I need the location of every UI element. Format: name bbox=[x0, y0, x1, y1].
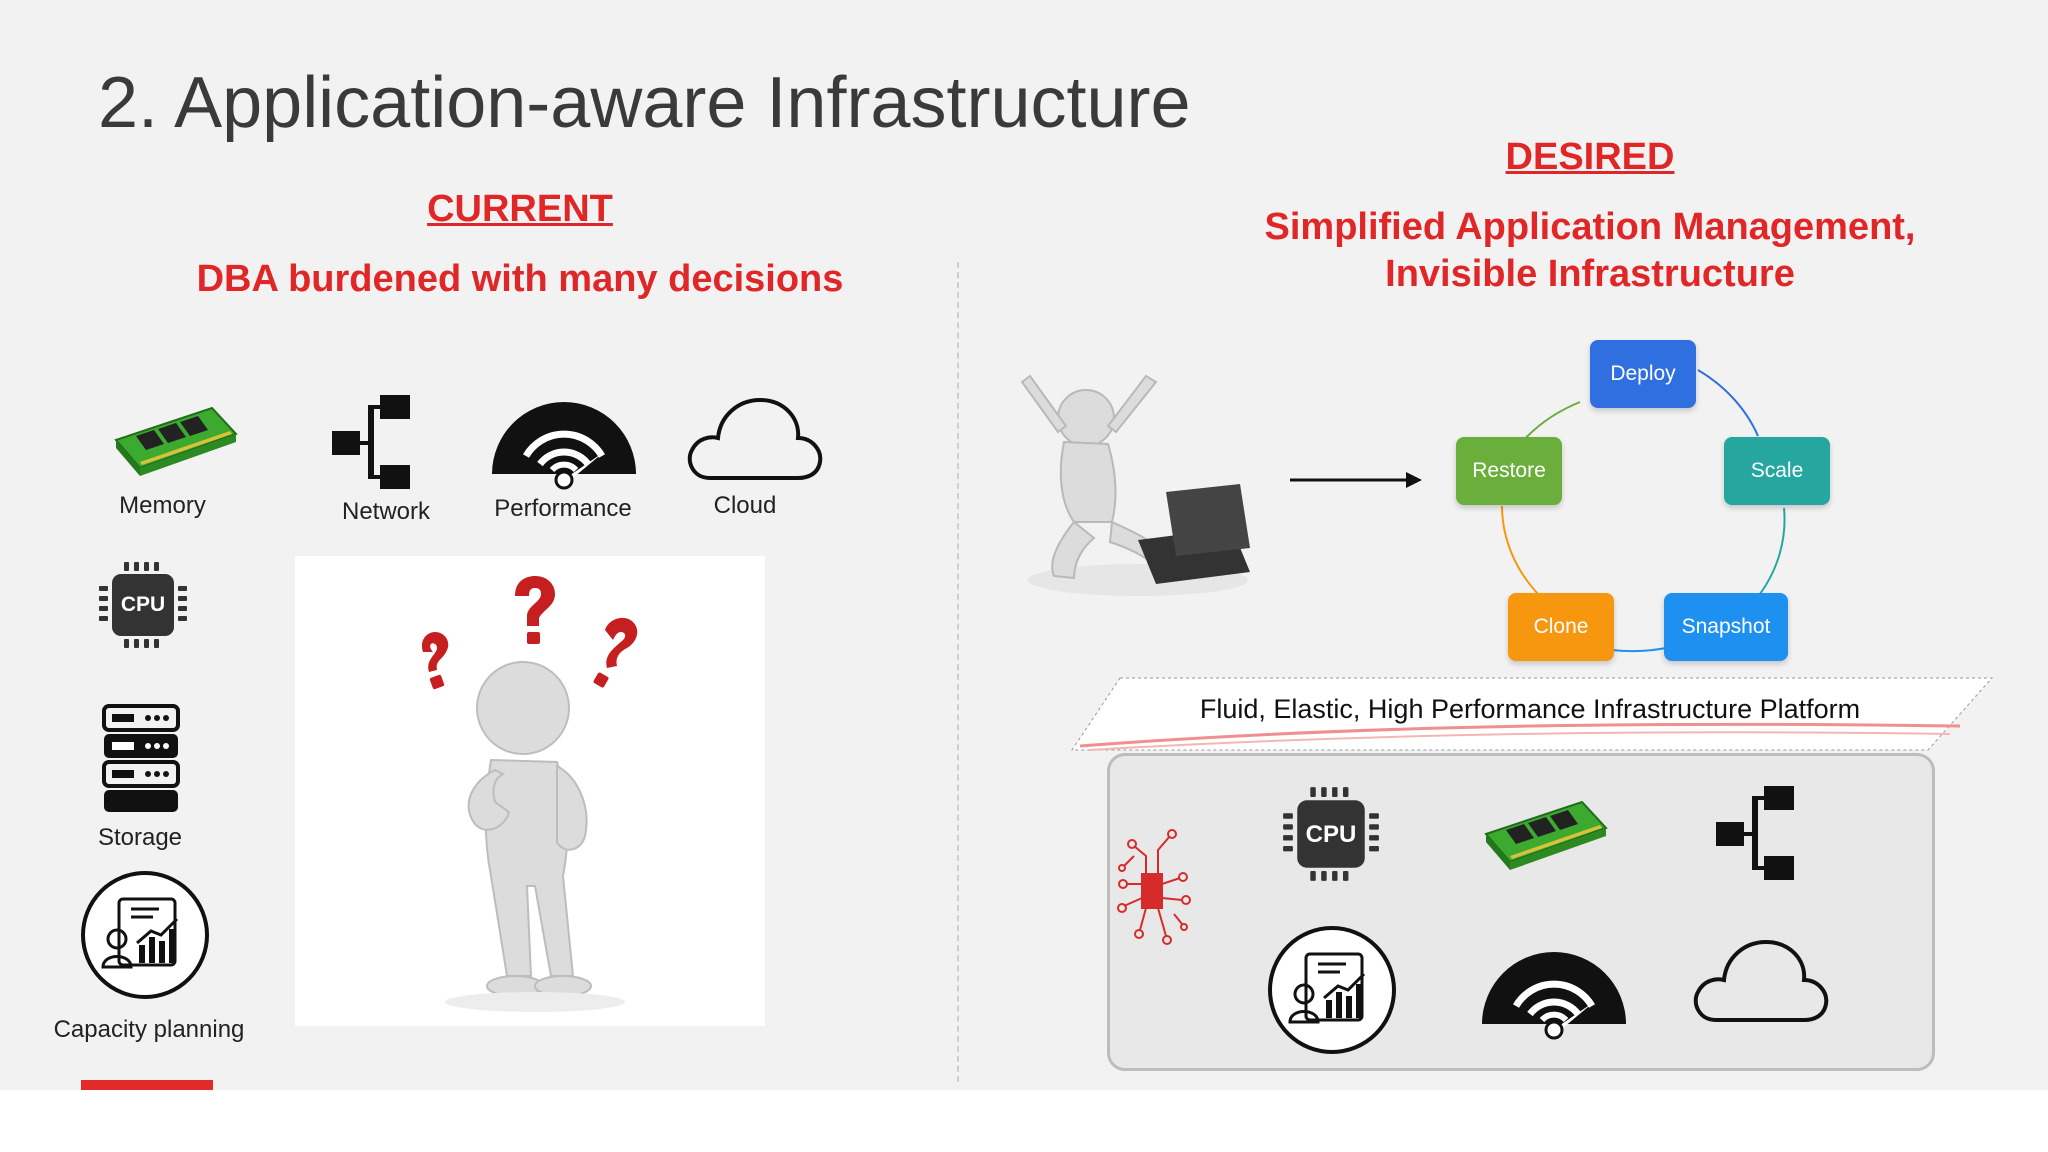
slide: 2. Application-aware Infrastructure CURR… bbox=[0, 0, 2048, 1090]
current-subheading: DBA burdened with many decisions bbox=[196, 258, 844, 300]
happy-figure-laptop-image bbox=[1020, 374, 1250, 596]
platform-cpu-icon: CPU bbox=[1282, 785, 1380, 883]
desired-heading: DESIRED bbox=[1505, 136, 1675, 178]
platform-memory-icon bbox=[1484, 800, 1608, 870]
network-label: Network bbox=[341, 498, 431, 525]
desired-subheading-line1: Simplified Application Management, bbox=[1264, 206, 1916, 248]
cycle-restore-node: Restore bbox=[1456, 437, 1562, 505]
performance-label: Performance bbox=[494, 495, 632, 522]
platform-cpu-chip-label: CPU bbox=[1305, 821, 1357, 848]
current-heading: CURRENT bbox=[427, 188, 613, 230]
platform-banner-shape bbox=[1071, 677, 1994, 751]
performance-gauge-icon bbox=[492, 402, 636, 490]
cycle-scale-node: Scale bbox=[1724, 437, 1830, 505]
network-icon bbox=[332, 395, 410, 489]
memory-icon bbox=[114, 406, 238, 476]
cycle-clone-node: Clone bbox=[1508, 593, 1614, 661]
footer-accent-bar bbox=[81, 1080, 213, 1090]
right-arrow-icon bbox=[1290, 472, 1422, 488]
storage-server-icon bbox=[102, 704, 180, 812]
cycle-snapshot-node: Snapshot bbox=[1664, 593, 1788, 661]
capacity-planning-icon bbox=[81, 871, 209, 999]
cpu-chip-label: CPU bbox=[120, 593, 166, 616]
platform-capacity-planning-icon bbox=[1268, 926, 1396, 1054]
section-divider bbox=[957, 262, 959, 1082]
circuit-chip-icon bbox=[1117, 829, 1191, 945]
capacity-planning-label: Capacity planning bbox=[53, 1016, 245, 1043]
cycle-deploy-node: Deploy bbox=[1590, 340, 1696, 408]
cpu-icon: CPU bbox=[98, 560, 188, 650]
platform-label: Fluid, Elastic, High Performance Infrast… bbox=[1199, 694, 1861, 724]
cloud-icon bbox=[687, 397, 823, 480]
platform-network-icon bbox=[1716, 786, 1794, 880]
cloud-label: Cloud bbox=[713, 492, 777, 519]
platform-cloud-icon bbox=[1693, 939, 1829, 1022]
memory-label: Memory bbox=[119, 492, 206, 519]
storage-label: Storage bbox=[97, 824, 183, 851]
slide-title: 2. Application-aware Infrastructure bbox=[98, 63, 1191, 143]
desired-subheading-line2: Invisible Infrastructure bbox=[1385, 253, 1795, 295]
platform-performance-gauge-icon bbox=[1482, 952, 1626, 1040]
thinking-figure-image bbox=[295, 556, 765, 1026]
